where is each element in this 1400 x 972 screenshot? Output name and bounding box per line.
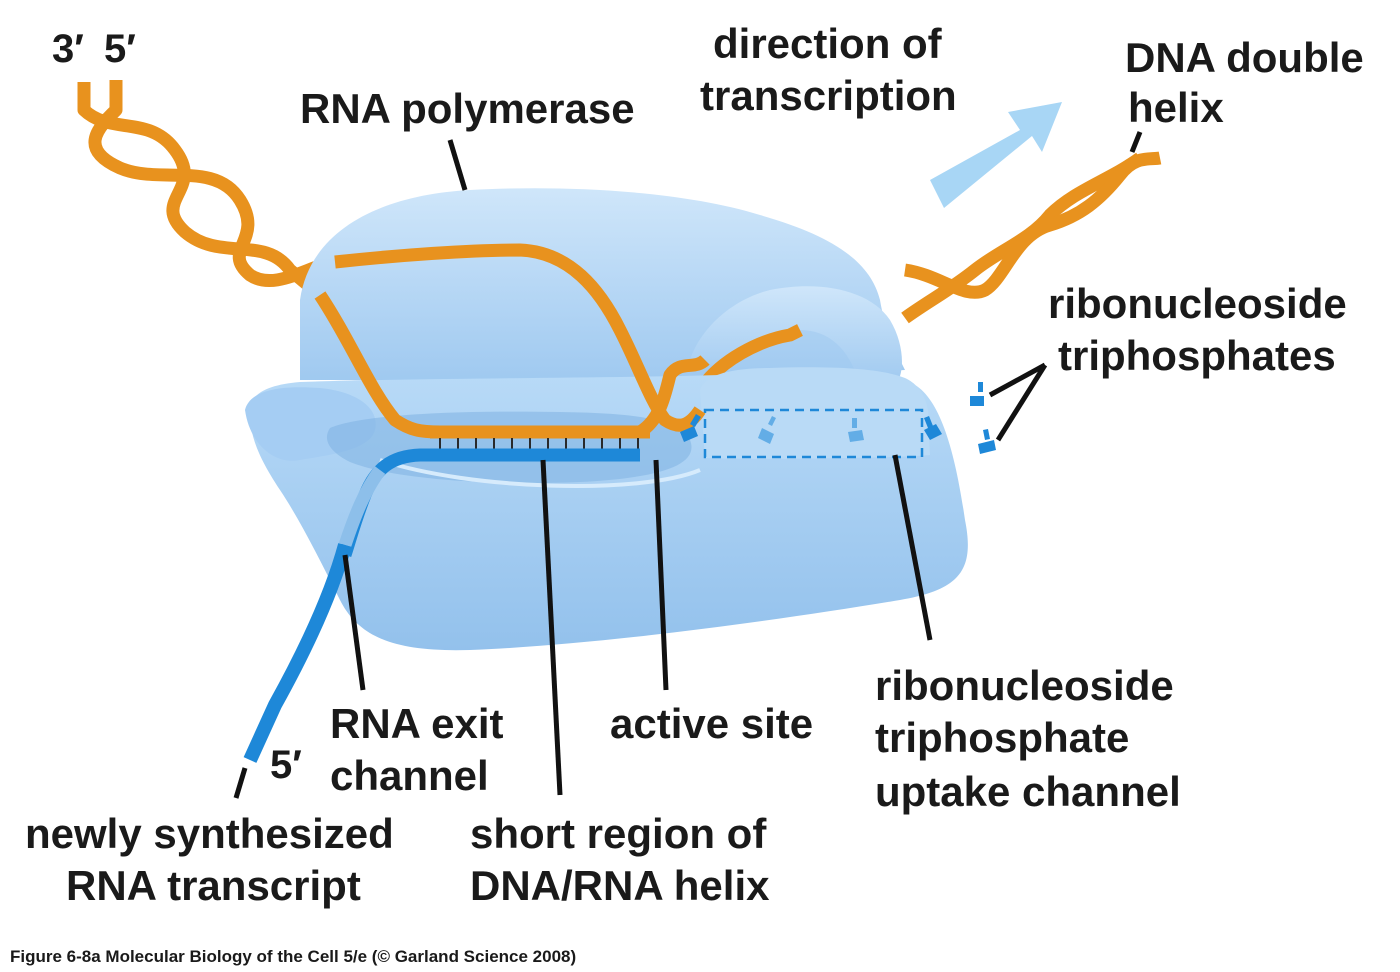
label-transcript-2: RNA transcript: [66, 862, 361, 909]
label-uptake-1: ribonucleoside: [875, 662, 1174, 709]
dna-left-helix: [77, 80, 337, 300]
label-dna-helix-2: helix: [1128, 84, 1224, 131]
label-uptake-2: triphosphate: [875, 714, 1129, 761]
label-dna-helix-1: DNA double: [1125, 34, 1364, 81]
leader-transcript: [233, 767, 248, 799]
label-uptake-3: uptake channel: [875, 768, 1181, 815]
label-3prime: 3′: [52, 27, 84, 71]
figure-caption: Figure 6-8a Molecular Biology of the Cel…: [10, 947, 576, 966]
polymerase-front-block: [700, 367, 930, 459]
dna-rna-hybrid: [430, 425, 650, 450]
label-rntp-1: ribonucleoside: [1048, 280, 1347, 327]
leader-rntp-a: [988, 362, 1047, 398]
leader-rna-polymerase: [447, 139, 468, 191]
rna-transcript: [243, 543, 352, 763]
label-transcript-1: newly synthesized: [25, 810, 394, 857]
label-direction-2: transcription: [700, 72, 957, 119]
nucleotide-icon-2: [758, 416, 776, 444]
label-rna-polymerase: RNA polymerase: [300, 85, 635, 132]
label-5prime-top: 5′: [104, 27, 136, 71]
direction-arrow: [930, 102, 1062, 208]
label-exit-2: channel: [330, 752, 489, 799]
nucleotide-icon-3: [848, 418, 864, 442]
leader-rntp-b: [995, 363, 1048, 442]
leader-lines: [233, 131, 1143, 799]
nucleotide-icon-5: [970, 382, 984, 406]
nucleotide-icon-6: [978, 429, 996, 454]
leader-exit: [342, 554, 366, 691]
nucleotide-icon-4: [924, 416, 942, 440]
polymerase-right-lobe: [690, 286, 902, 385]
polymerase-back: [300, 188, 905, 383]
polymerase-rim: [379, 458, 701, 488]
leader-active-site: [653, 459, 669, 691]
nucleotide-icon-1: [680, 414, 701, 442]
label-exit-1: RNA exit: [330, 700, 503, 747]
label-hybrid-2: DNA/RNA helix: [470, 862, 770, 909]
label-5prime-rna: 5′: [270, 743, 302, 787]
uptake-channel-outline: [703, 408, 924, 459]
label-rntp-2: triphosphates: [1058, 332, 1336, 379]
dna-template-strand: [334, 243, 706, 432]
label-direction-1: direction of: [713, 20, 943, 67]
label-hybrid-1: short region of: [470, 810, 767, 857]
rna-transcript-exit-shadow: [338, 466, 386, 548]
label-active-site: active site: [610, 700, 813, 747]
nucleotide-icons: [680, 382, 996, 454]
leader-uptake: [892, 454, 933, 641]
leader-dna-helix: [1129, 131, 1143, 153]
leader-hybrid: [540, 459, 563, 796]
